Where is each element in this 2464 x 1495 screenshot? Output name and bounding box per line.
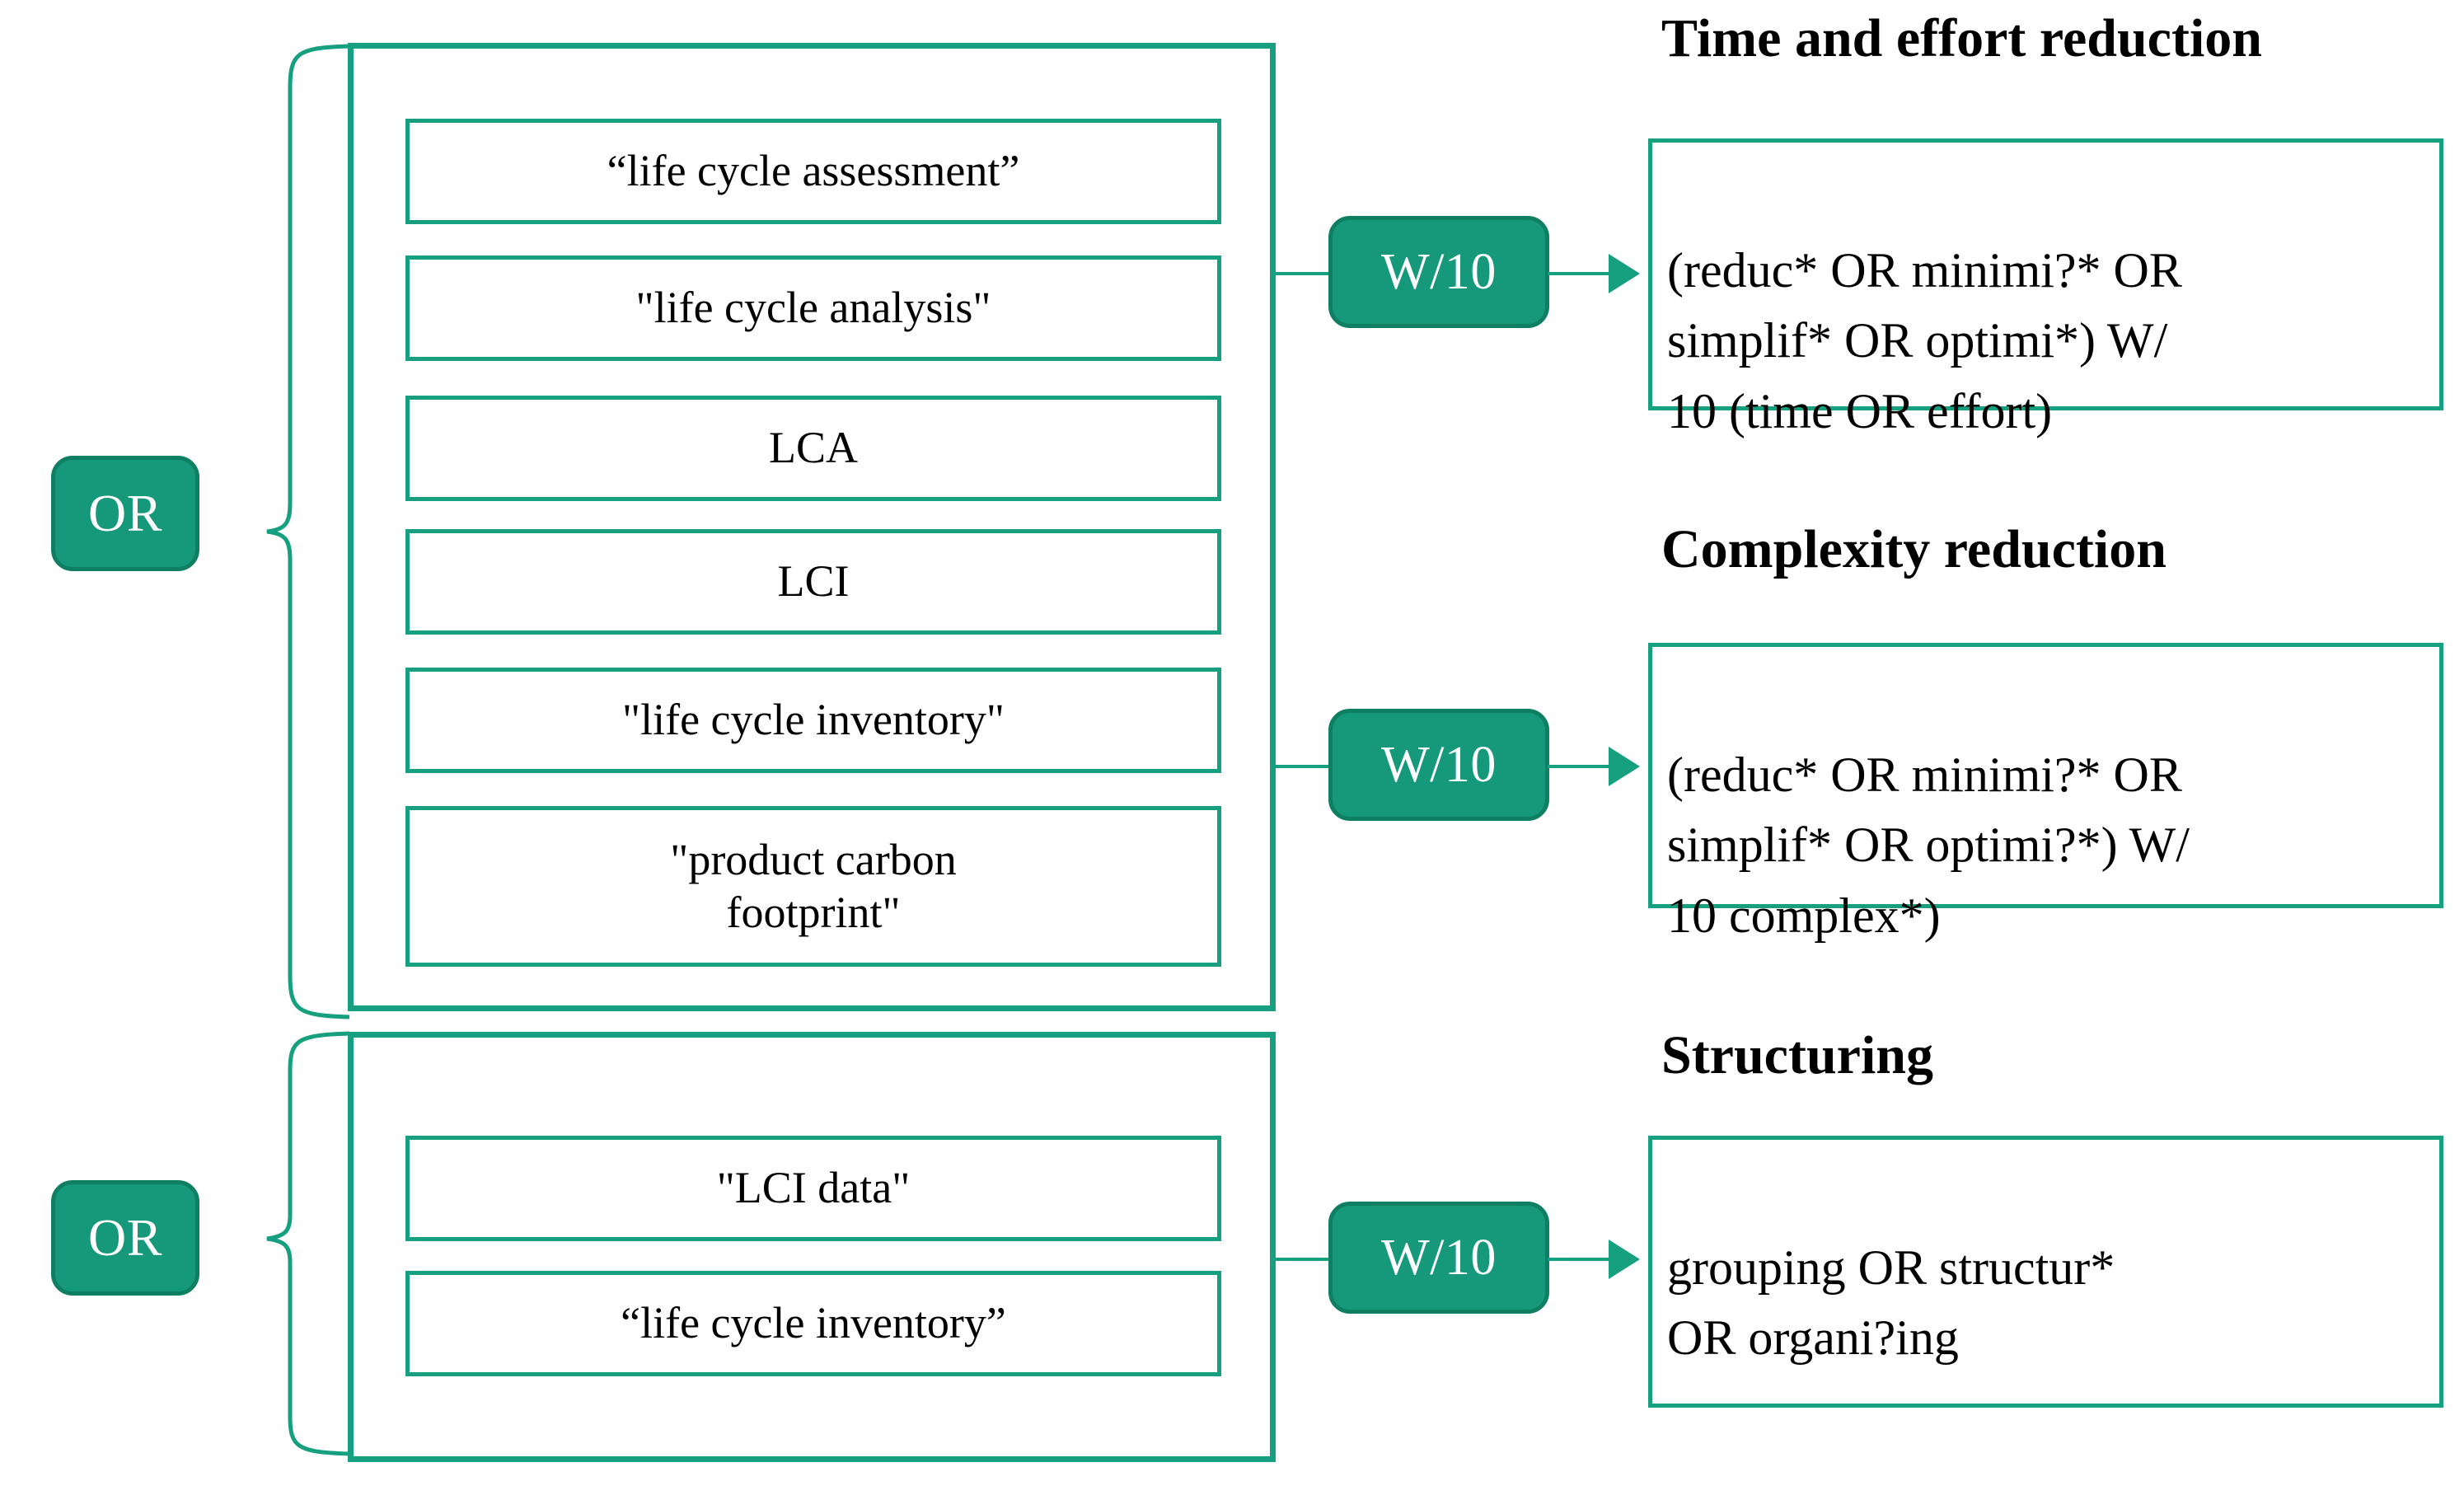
- connector-line-to-proximity-1: [1273, 272, 1331, 275]
- term-box-lci[interactable]: LCI: [405, 529, 1221, 635]
- proximity-operator-2[interactable]: W/10: [1328, 709, 1549, 821]
- term-box-lca[interactable]: LCA: [405, 396, 1221, 501]
- term-box-lci-data[interactable]: "LCI data": [405, 1136, 1221, 1241]
- term-box-life-cycle-inventory[interactable]: "life cycle inventory": [405, 668, 1221, 773]
- arrow-shaft-3: [1548, 1258, 1614, 1261]
- or-operator-bottom[interactable]: OR: [51, 1180, 199, 1296]
- arrow-head-3: [1609, 1240, 1640, 1279]
- or-operator-top[interactable]: OR: [51, 456, 199, 571]
- term-box-life-cycle-assessment[interactable]: “life cycle assessment”: [405, 119, 1221, 224]
- term-label: "LCI data": [716, 1163, 911, 1213]
- term-box-life-cycle-analysis[interactable]: "life cycle analysis": [405, 255, 1221, 361]
- proximity-operator-1[interactable]: W/10: [1328, 216, 1549, 328]
- term-label: “life cycle inventory”: [621, 1298, 1006, 1348]
- section-heading-time-and-effort-reduction: Time and effort reduction: [1661, 8, 2262, 68]
- term-box-product-carbon-footprint[interactable]: "product carbon footprint": [405, 806, 1221, 967]
- query-text: (reduc* OR minimi?* OR simplif* OR optim…: [1667, 243, 2182, 438]
- arrow-shaft-1: [1548, 272, 1614, 275]
- arrow-head-2: [1609, 747, 1640, 786]
- query-box-time-and-effort-reduction[interactable]: (reduc* OR minimi?* OR simplif* OR optim…: [1648, 138, 2443, 438]
- term-label: LCI: [777, 556, 850, 607]
- query-text: (reduc* OR minimi?* OR simplif* OR optim…: [1667, 748, 2190, 943]
- term-label: "life cycle analysis": [635, 283, 991, 333]
- term-label: "life cycle inventory": [622, 695, 1005, 745]
- arrow-shaft-2: [1548, 765, 1614, 768]
- query-text: grouping OR structur* OR organi?ing: [1667, 1240, 2115, 1366]
- proximity-operator-2-label: W/10: [1381, 737, 1497, 793]
- term-label: "product carbon footprint": [670, 834, 957, 937]
- query-box-structuring[interactable]: grouping OR structur* OR organi?ing: [1648, 1136, 2443, 1408]
- proximity-operator-1-label: W/10: [1381, 244, 1497, 300]
- brace-top: [266, 44, 350, 1019]
- section-heading-complexity-reduction: Complexity reduction: [1661, 519, 2167, 579]
- connector-line-to-proximity-2: [1273, 765, 1331, 768]
- group-box-lca-terms: [348, 43, 1276, 1011]
- proximity-operator-3-label: W/10: [1381, 1230, 1497, 1286]
- proximity-operator-3[interactable]: W/10: [1328, 1202, 1549, 1314]
- or-operator-bottom-label: OR: [88, 1208, 162, 1267]
- group-box-lci-terms: [348, 1032, 1276, 1462]
- arrow-head-1: [1609, 254, 1640, 293]
- brace-bottom: [266, 1031, 350, 1456]
- connector-line-to-proximity-3: [1273, 1258, 1331, 1261]
- term-label: “life cycle assessment”: [607, 146, 1020, 196]
- section-heading-structuring: Structuring: [1661, 1025, 1933, 1085]
- query-box-complexity-reduction[interactable]: (reduc* OR minimi?* OR simplif* OR optim…: [1648, 643, 2443, 943]
- or-operator-top-label: OR: [88, 484, 162, 542]
- term-label: LCA: [769, 423, 858, 473]
- term-box-life-cycle-inventory-bottom[interactable]: “life cycle inventory”: [405, 1271, 1221, 1376]
